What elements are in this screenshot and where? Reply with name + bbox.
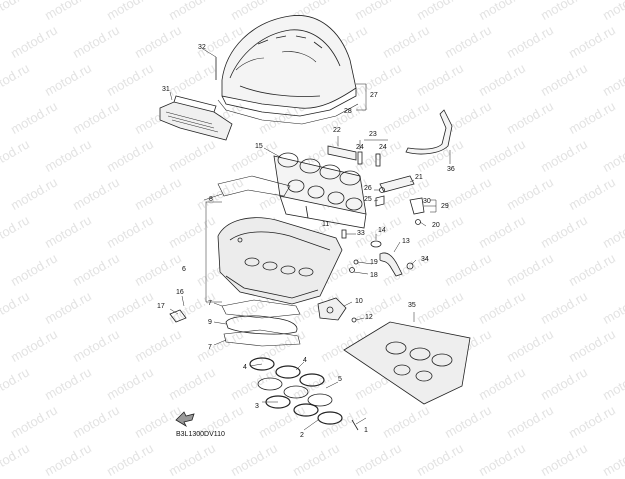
callout-18: 18 bbox=[370, 272, 378, 279]
air-filter-31 bbox=[159, 95, 233, 141]
callout-10: 10 bbox=[355, 298, 363, 305]
gasket-7a bbox=[221, 299, 301, 319]
hose-36 bbox=[405, 109, 453, 164]
callout-35: 35 bbox=[408, 302, 416, 309]
throttle-body-15 bbox=[273, 152, 367, 229]
airbox-cover bbox=[221, 15, 357, 117]
callout-27: 27 bbox=[370, 92, 378, 99]
callout-31: 31 bbox=[162, 86, 170, 93]
bolt-11 bbox=[305, 205, 309, 219]
callout-17: 17 bbox=[157, 303, 165, 310]
callout-26: 26 bbox=[364, 185, 372, 192]
callout-7a: 7 bbox=[208, 300, 212, 307]
callout-1: 1 bbox=[364, 427, 368, 434]
callout-21: 21 bbox=[415, 174, 423, 181]
heat-shield-35 bbox=[343, 312, 471, 405]
callout-24b: 24 bbox=[379, 144, 387, 151]
callout-3: 3 bbox=[255, 403, 259, 410]
callout-4b: 4 bbox=[303, 357, 307, 364]
callout-4a: 4 bbox=[243, 364, 247, 371]
gasket-8 bbox=[217, 175, 291, 197]
small-parts bbox=[341, 229, 359, 273]
callout-5: 5 bbox=[338, 376, 342, 383]
hose-13 bbox=[370, 240, 414, 277]
fitting-16-17 bbox=[169, 295, 187, 323]
funnels-3-4-5 bbox=[249, 357, 343, 425]
parts-drawing bbox=[159, 15, 471, 431]
callout-9: 9 bbox=[208, 319, 212, 326]
callout-8: 8 bbox=[209, 196, 213, 203]
callout-24a: 24 bbox=[356, 144, 364, 151]
front-arrow-icon bbox=[175, 411, 195, 428]
bolt-1 bbox=[351, 419, 359, 431]
fuel-rail-21 bbox=[379, 175, 415, 193]
callout-23: 23 bbox=[369, 131, 377, 138]
bolt-12 bbox=[351, 317, 357, 323]
callout-19: 19 bbox=[370, 259, 378, 266]
sensor-10 bbox=[317, 297, 347, 321]
sensor-parts bbox=[375, 187, 437, 225]
callout-2: 2 bbox=[300, 432, 304, 439]
callout-12: 12 bbox=[365, 314, 373, 321]
callout-22: 22 bbox=[333, 127, 341, 134]
gasket-7b bbox=[223, 329, 301, 347]
callout-16: 16 bbox=[176, 289, 184, 296]
callout-15: 15 bbox=[255, 143, 263, 150]
callout-29: 29 bbox=[441, 203, 449, 210]
callout-11: 11 bbox=[322, 221, 330, 228]
callout-30: 30 bbox=[423, 198, 431, 205]
callout-13: 13 bbox=[402, 238, 410, 245]
gasket-28 bbox=[217, 99, 359, 125]
diagram-code: B3L1300DV110 bbox=[176, 431, 225, 438]
injectors-24 bbox=[357, 139, 388, 167]
airbox-lower-6 bbox=[217, 217, 343, 305]
callout-20: 20 bbox=[432, 222, 440, 229]
callout-32: 32 bbox=[198, 44, 206, 51]
callout-6: 6 bbox=[182, 266, 186, 273]
callout-28: 28 bbox=[344, 108, 352, 115]
callout-34: 34 bbox=[421, 256, 429, 263]
callout-36: 36 bbox=[447, 166, 455, 173]
callout-25: 25 bbox=[364, 196, 372, 203]
callout-14: 14 bbox=[378, 227, 386, 234]
o-ring-9 bbox=[225, 315, 298, 335]
fuel-rail-22 bbox=[327, 136, 357, 161]
callout-7b: 7 bbox=[208, 344, 212, 351]
callout-33: 33 bbox=[357, 230, 365, 237]
